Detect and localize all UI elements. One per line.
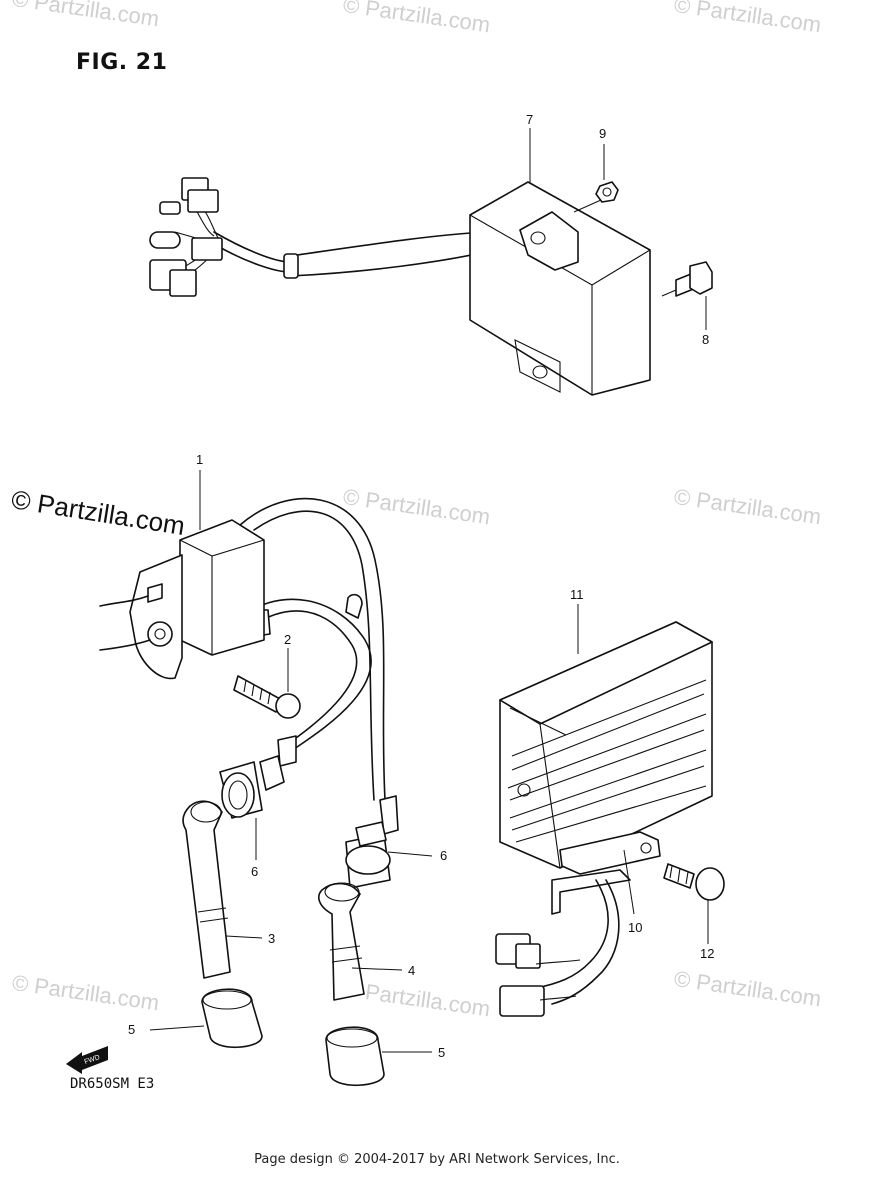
coil-screw[interactable] (233, 675, 301, 719)
callout-4: 4 (408, 963, 415, 978)
plug-cap-tube-right[interactable] (318, 882, 365, 1001)
callout-8: 8 (702, 332, 709, 347)
plug-cap-tube-left[interactable] (182, 800, 231, 979)
callout-10: 10 (628, 920, 642, 935)
cdi-unit[interactable] (149, 177, 651, 396)
callout-3: 3 (268, 931, 275, 946)
nut[interactable] (595, 181, 619, 203)
figure-title: FIG. 21 (76, 50, 168, 75)
ignition-coil[interactable] (99, 497, 386, 801)
regulator-bracket[interactable] (495, 869, 631, 1017)
regulator-bolt[interactable] (663, 863, 725, 901)
callout-9: 9 (599, 126, 606, 141)
regulator-rectifier[interactable] (499, 621, 713, 875)
callout-12: 12 (700, 946, 714, 961)
callout-5a: 5 (128, 1022, 135, 1037)
terminal-cap-right[interactable] (345, 821, 391, 889)
callout-6b: 6 (440, 848, 447, 863)
callout-2: 2 (284, 632, 291, 647)
cdi-bolt[interactable] (675, 261, 713, 297)
callout-7: 7 (526, 112, 533, 127)
model-code: DR650SM E3 (70, 1076, 155, 1092)
plug-cover-left[interactable] (201, 988, 263, 1048)
forward-arrow-icon: FWD (66, 1046, 108, 1074)
callout-11: 11 (570, 587, 584, 602)
terminal-cap-left[interactable] (219, 755, 285, 819)
plug-cover-right[interactable] (325, 1026, 385, 1087)
callout-1: 1 (196, 452, 203, 467)
page-footer: Page design © 2004-2017 by ARI Network S… (254, 1152, 620, 1167)
callout-6a: 6 (251, 864, 258, 879)
callout-5b: 5 (438, 1045, 445, 1060)
